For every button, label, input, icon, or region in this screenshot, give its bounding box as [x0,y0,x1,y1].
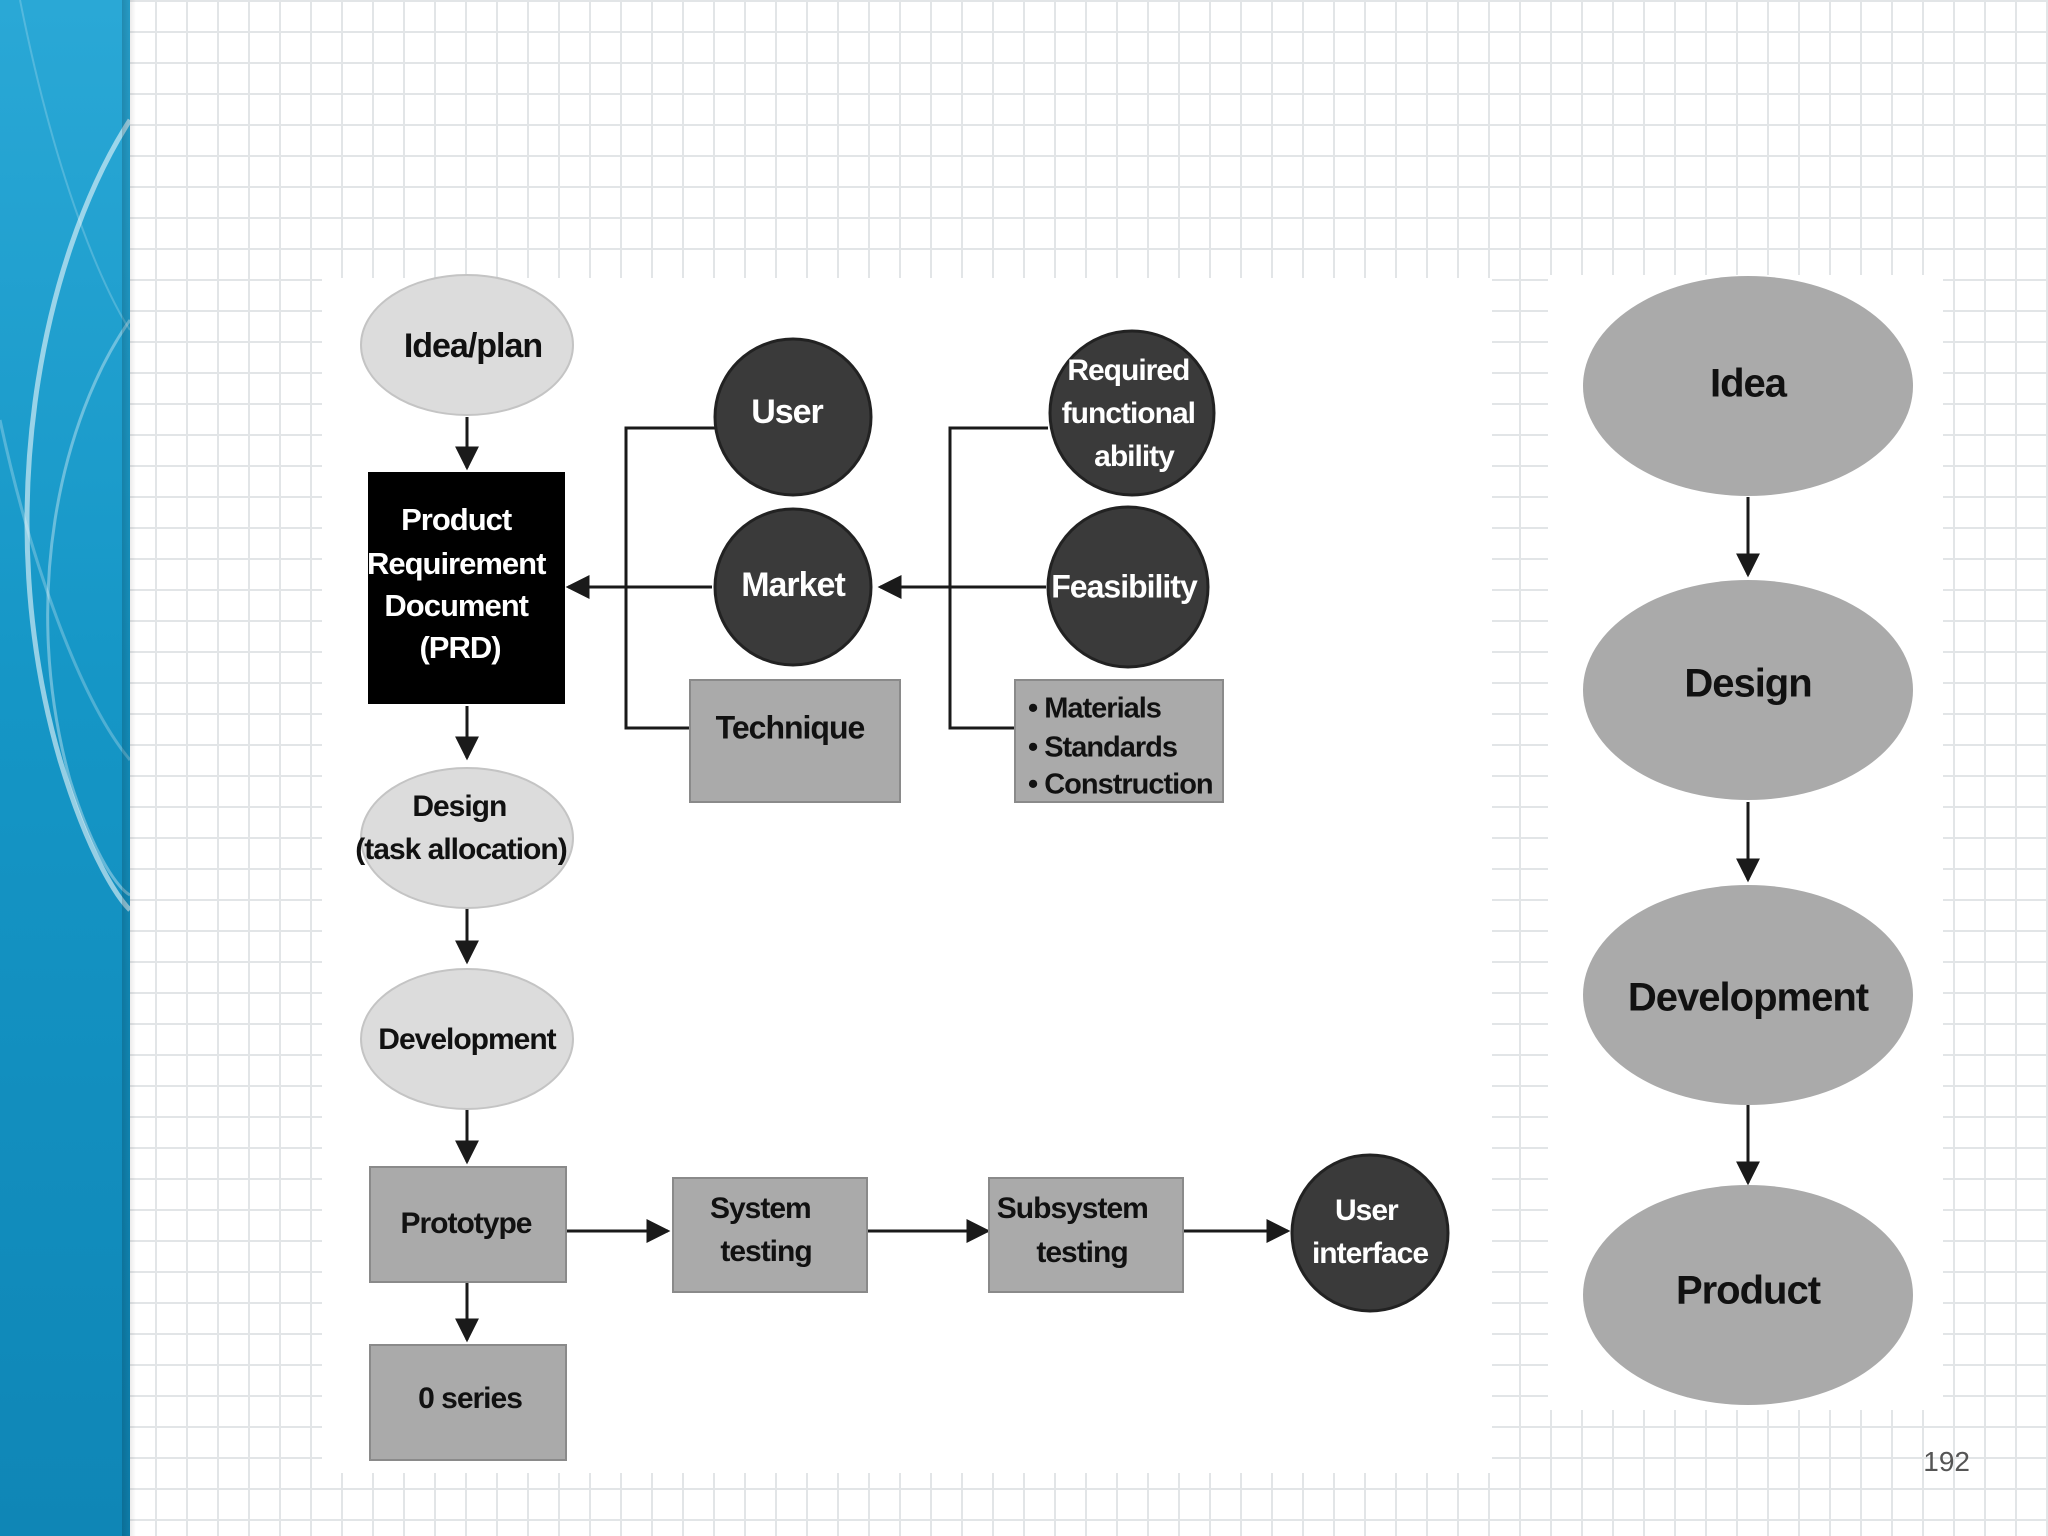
system-testing-line-2: testing [720,1235,811,1268]
side-decoration-band [0,0,130,1536]
bracket-required-materials [948,426,1048,730]
prd-line-3: Document [384,588,528,623]
required-line-1: Required [1067,354,1189,387]
swoosh-decoration [0,0,130,912]
feasibility-label: Feasibility [1051,568,1198,604]
node-materials-standards-construction: • Materials • Standards • Construction [1014,679,1224,803]
prd-label: Product Requirement Document (PRD) [367,502,553,665]
left-diagram-connectors [455,417,1291,1343]
construction-item: • Construction [1028,769,1213,801]
user-interface-line-1: User [1335,1194,1399,1227]
prd-line-4: (PRD) [419,630,500,665]
idea-plan-label: Idea/plan [404,327,542,365]
node-feasibility: Feasibility [1046,505,1210,669]
side-band-shadow [122,0,136,1536]
system-testing-label: System testing [710,1192,818,1268]
node-idea-plan: Idea/plan [360,274,574,416]
node-user-interface: User interface [1290,1153,1450,1313]
prd-line-1: Product [401,502,512,537]
node-product: Product [1583,1185,1913,1405]
materials-list: • Materials • Standards • Construction [1028,685,1213,801]
market-label: Market [741,566,845,604]
required-label: Required functional ability [1062,354,1203,473]
subsystem-testing-line-2: testing [1036,1236,1127,1269]
design-label: Design [1684,662,1811,706]
design-task-line-1: Design [412,790,506,823]
zero-series-label: 0 series [418,1382,522,1415]
node-market: Market [713,507,873,667]
prototype-label: Prototype [400,1207,531,1240]
node-subsystem-testing: Subsystem testing [988,1177,1184,1293]
node-development: Development [1583,885,1913,1105]
technique-label: Technique [716,709,865,745]
node-prd: Product Requirement Document (PRD) [367,472,565,704]
user-label: User [751,393,823,431]
required-line-2: functional [1062,397,1195,430]
system-testing-line-1: System [710,1192,811,1225]
standards-item: • Standards [1028,732,1177,764]
node-system-testing: System testing [672,1177,868,1293]
node-design-task-allocation: Design (task allocation) [355,767,574,909]
bracket-user-technique [624,426,716,730]
node-user: User [713,337,873,497]
node-development-left: Development [360,968,574,1110]
development-label: Development [1628,976,1869,1020]
user-interface-line-2: interface [1312,1237,1428,1270]
materials-item: • Materials [1028,693,1161,725]
node-idea: Idea [1583,276,1913,496]
node-technique: Technique [689,679,901,803]
node-prototype: Prototype [369,1166,567,1283]
design-task-label: Design (task allocation) [355,790,566,866]
development-left-label: Development [378,1023,556,1056]
design-task-line-2: (task allocation) [355,833,566,866]
prd-line-2: Requirement [367,546,546,581]
node-design: Design [1583,580,1913,800]
product-label: Product [1676,1269,1821,1313]
subsystem-testing-line-1: Subsystem [997,1192,1148,1225]
page-number: 192 [1923,1446,1970,1477]
required-line-3: ability [1094,440,1175,473]
idea-label: Idea [1710,362,1788,406]
node-required-functional-ability: Required functional ability [1048,329,1216,497]
user-interface-label: User interface [1312,1194,1428,1270]
subsystem-testing-label: Subsystem testing [997,1192,1155,1269]
node-zero-series: 0 series [369,1344,567,1461]
